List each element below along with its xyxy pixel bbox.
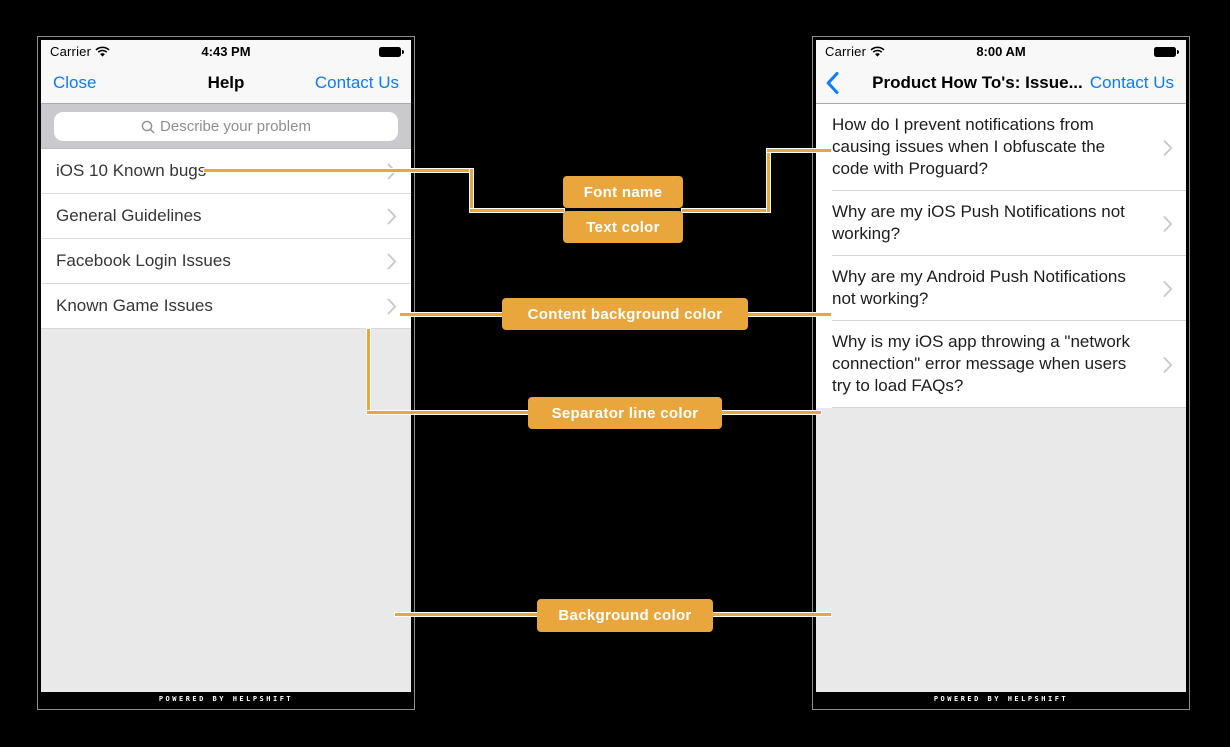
right-nav-title: Product How To's: Issue... — [872, 73, 1083, 92]
callout-background-color: Background color — [537, 599, 713, 632]
battery-icon — [379, 46, 404, 57]
section-row-label: Known Game Issues — [56, 296, 213, 315]
right-nav-bar: Product How To's: Issue... Contact Us — [816, 63, 1186, 104]
wifi-icon — [95, 46, 110, 57]
callout-content-background-color: Content background color — [502, 298, 748, 330]
left-status-bar: Carrier 4:43 PM — [41, 40, 411, 63]
left-nav-title: Help — [207, 73, 245, 92]
section-row-label: General Guidelines — [56, 206, 202, 225]
search-placeholder: Describe your problem — [160, 118, 311, 135]
faq-row[interactable]: Why is my iOS app throwing a "network co… — [816, 321, 1186, 408]
carrier-text: Carrier — [50, 44, 92, 59]
carrier-text: Carrier — [825, 44, 867, 59]
section-row-label: iOS 10 Known bugs — [56, 161, 207, 180]
search-band: Describe your problem — [41, 104, 411, 149]
chevron-right-icon — [1163, 280, 1173, 297]
wifi-icon — [870, 46, 885, 57]
search-input[interactable]: Describe your problem — [54, 112, 398, 141]
section-row-label: Facebook Login Issues — [56, 251, 231, 270]
connector-contentbg-left — [400, 313, 503, 316]
right-phone-screen: Carrier 8:00 AM Product How To's: Issue.… — [816, 40, 1186, 706]
faq-question: Why are my iOS Push Notifications not wo… — [832, 202, 1125, 243]
connector-font-left-h2 — [470, 209, 564, 212]
connector-font-left-v — [470, 169, 473, 212]
connector-font-right-h1 — [682, 209, 770, 212]
connector-font-left-h1 — [204, 169, 473, 172]
close-button[interactable]: Close — [53, 73, 97, 92]
contact-us-button[interactable]: Contact Us — [314, 73, 399, 92]
left-phone-screen: Carrier 4:43 PM Close Help Contact Us De… — [41, 40, 411, 706]
connector-font-right-v — [767, 149, 770, 212]
chevron-right-icon — [1163, 139, 1173, 156]
faq-question: Why are my Android Push Notifications no… — [832, 267, 1126, 308]
faq-list: How do I prevent notifications from caus… — [816, 104, 1186, 408]
status-time: 8:00 AM — [976, 44, 1026, 59]
faq-question: Why is my iOS app throwing a "network co… — [832, 332, 1130, 395]
callout-text-color: Text color — [563, 211, 683, 243]
battery-icon — [1154, 46, 1179, 57]
faq-row[interactable]: Why are my iOS Push Notifications not wo… — [816, 191, 1186, 256]
section-row[interactable]: Facebook Login Issues — [41, 239, 411, 284]
connector-font-right-h2 — [767, 149, 831, 152]
section-list: iOS 10 Known bugs General Guidelines Fac… — [41, 149, 411, 329]
chevron-right-icon — [387, 253, 397, 270]
back-button-icon[interactable] — [826, 72, 839, 94]
connector-background-right — [712, 613, 831, 616]
callout-font-name: Font name — [563, 176, 683, 208]
powered-by-helpshift-bar: POWERED BY HELPSHIFT — [816, 692, 1186, 706]
connector-separator-left-v — [367, 329, 370, 414]
status-time: 4:43 PM — [201, 44, 251, 59]
carrier-label: Carrier — [50, 44, 110, 59]
right-status-bar: Carrier 8:00 AM — [816, 40, 1186, 63]
section-row[interactable]: General Guidelines — [41, 194, 411, 239]
contact-us-button[interactable]: Contact Us — [1089, 73, 1174, 92]
connector-separator-right — [721, 411, 821, 414]
connector-separator-left-h — [367, 411, 529, 414]
powered-by-helpshift-bar: POWERED BY HELPSHIFT — [41, 692, 411, 706]
right-screen-background — [816, 408, 1186, 692]
faq-question: How do I prevent notifications from caus… — [832, 115, 1106, 178]
right-phone-frame: Carrier 8:00 AM Product How To's: Issue.… — [812, 36, 1190, 710]
search-icon — [141, 120, 155, 134]
connector-contentbg-right — [747, 313, 831, 316]
left-phone-frame: Carrier 4:43 PM Close Help Contact Us De… — [37, 36, 415, 710]
chevron-right-icon — [387, 298, 397, 315]
left-screen-background — [41, 329, 411, 692]
chevron-right-icon — [387, 208, 397, 225]
carrier-label: Carrier — [825, 44, 885, 59]
left-nav-bar: Close Help Contact Us — [41, 63, 411, 104]
chevron-right-icon — [1163, 356, 1173, 373]
callout-separator-line-color: Separator line color — [528, 397, 722, 429]
faq-row[interactable]: Why are my Android Push Notifications no… — [816, 256, 1186, 321]
chevron-right-icon — [1163, 215, 1173, 232]
connector-background-left — [395, 613, 538, 616]
faq-row[interactable]: How do I prevent notifications from caus… — [816, 104, 1186, 191]
section-row[interactable]: Known Game Issues — [41, 284, 411, 329]
